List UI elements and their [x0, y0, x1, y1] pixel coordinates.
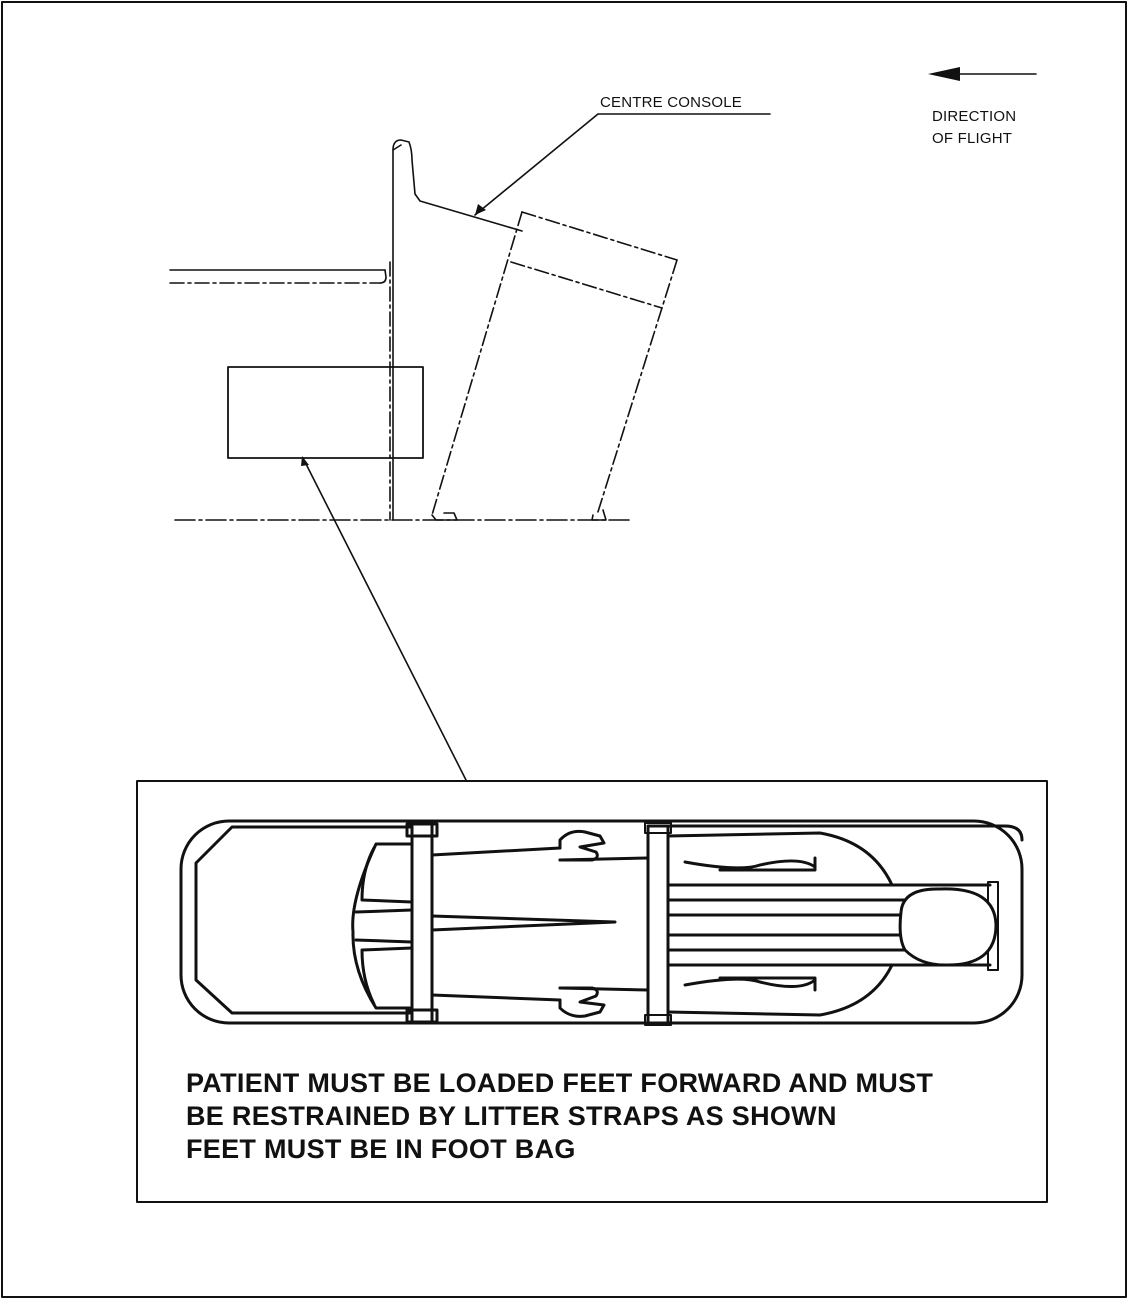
detail-note-line2: BE RESTRAINED BY LITTER STRAPS AS SHOWN: [186, 1101, 837, 1131]
direction-arrow-icon: [928, 67, 1037, 81]
centre-console-profile: [392, 139, 523, 521]
foot-bag-box: [227, 366, 424, 459]
centre-console-label: CENTRE CONSOLE: [600, 94, 742, 111]
direction-label-line1: DIRECTION: [932, 108, 1017, 125]
detail-note-line1: PATIENT MUST BE LOADED FEET FORWARD AND …: [186, 1068, 934, 1098]
detail-note-line3: FEET MUST BE IN FOOT BAG: [186, 1134, 576, 1164]
centre-console-leader: [474, 113, 771, 216]
litter-drawing: [179, 819, 1024, 1026]
direction-label-line2: OF FLIGHT: [932, 130, 1013, 147]
detail-box: [136, 780, 1048, 1203]
